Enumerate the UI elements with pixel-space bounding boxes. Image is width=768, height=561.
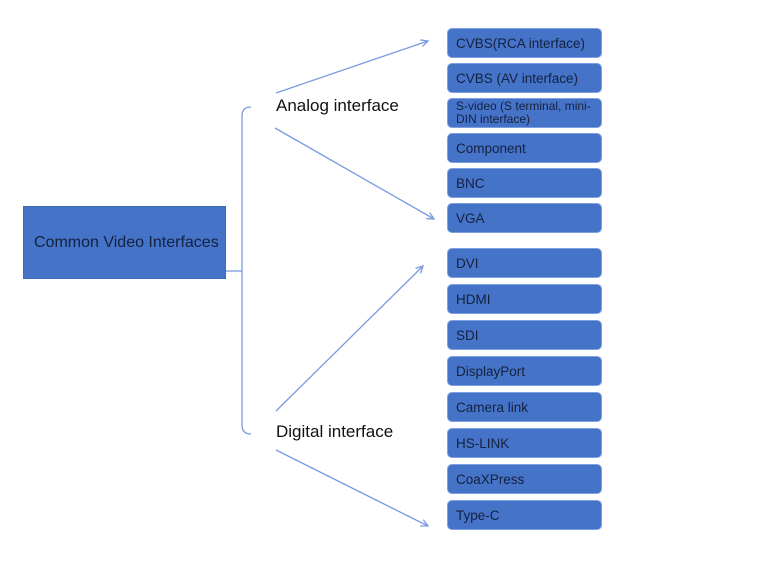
node-hdmi: HDMI bbox=[447, 284, 602, 314]
arrow-analog-to-cvbs-rca bbox=[275, 39, 430, 94]
root-node: Common Video Interfaces bbox=[23, 206, 226, 279]
arrow-analog-to-vga bbox=[274, 127, 436, 220]
arrow-digital-to-type-c bbox=[275, 449, 430, 527]
node-component: Component bbox=[447, 133, 602, 163]
root-bracket bbox=[241, 106, 252, 435]
node-type-c: Type-C bbox=[447, 500, 602, 530]
node-vga: VGA bbox=[447, 203, 602, 233]
digital-items-group: DVI HDMI SDI DisplayPort Camera link HS-… bbox=[447, 248, 602, 530]
node-cvbs-rca: CVBS(RCA interface) bbox=[447, 28, 602, 58]
node-displayport: DisplayPort bbox=[447, 356, 602, 386]
arrow-digital-to-dvi bbox=[275, 264, 425, 412]
leaf-column: CVBS(RCA interface) CVBS (AV interface) … bbox=[447, 28, 602, 530]
node-hs-link: HS-LINK bbox=[447, 428, 602, 458]
branch-label-digital: Digital interface bbox=[276, 422, 394, 441]
node-dvi: DVI bbox=[447, 248, 602, 278]
branch-label-analog: Analog interface bbox=[276, 96, 399, 115]
node-sdi: SDI bbox=[447, 320, 602, 350]
analog-items-group: CVBS(RCA interface) CVBS (AV interface) … bbox=[447, 28, 602, 233]
node-s-video: S-video (S terminal, mini-DIN interface) bbox=[447, 98, 602, 128]
node-cvbs-av: CVBS (AV interface) bbox=[447, 63, 602, 93]
node-camera-link: Camera link bbox=[447, 392, 602, 422]
node-coaxpress: CoaXPress bbox=[447, 464, 602, 494]
node-bnc: BNC bbox=[447, 168, 602, 198]
